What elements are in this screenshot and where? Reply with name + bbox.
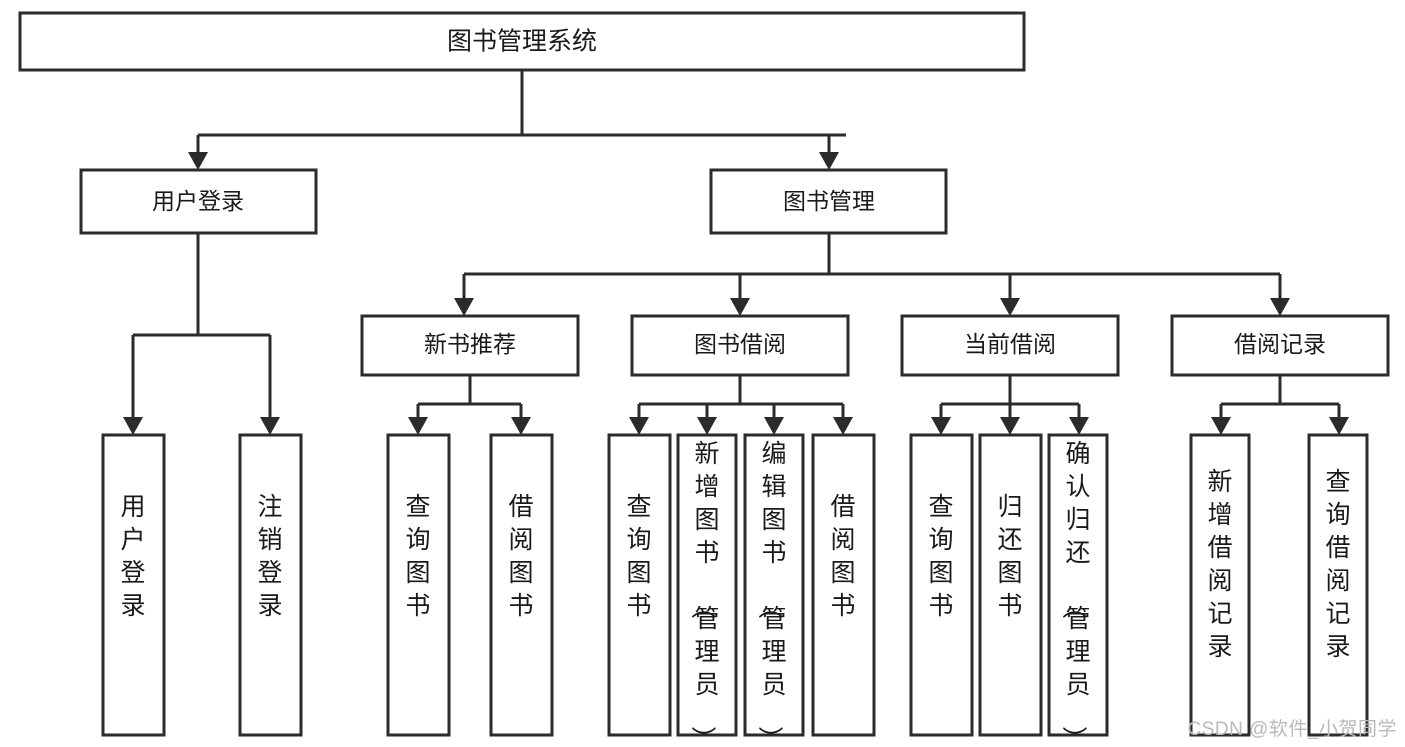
leaf-node-user-login[interactable]: 用户登录 xyxy=(101,433,166,737)
leaf-node-confirm-return-box[interactable] xyxy=(1047,433,1109,737)
leaf-node-user-login-box[interactable] xyxy=(101,433,166,737)
node-book-borrow-label: 图书借阅 xyxy=(694,331,786,357)
arrow-to-new-book xyxy=(454,298,474,316)
node-borrow-records-label: 借阅记录 xyxy=(1234,331,1326,357)
leaf-node-query-book-3[interactable]: 查询图书 xyxy=(909,433,974,737)
arrow-borrow-records-leaf-2 xyxy=(1329,417,1349,435)
node-book-borrow[interactable]: 图书借阅 xyxy=(630,314,850,377)
node-borrow-records-box[interactable] xyxy=(1170,314,1390,377)
arrow-to-user-login xyxy=(188,152,208,170)
leaf-node-query-book-1[interactable]: 查询图书 xyxy=(386,433,451,737)
leaf-node-logout-label: 注销登录 xyxy=(257,493,282,620)
leaf-node-return-book-label: 归还图书 xyxy=(997,493,1022,620)
node-user-login-label: 用户登录 xyxy=(152,188,244,214)
leaf-node-borrow-book-1[interactable]: 借阅图书 xyxy=(489,433,554,737)
leaf-node-query-borrow-record-box[interactable] xyxy=(1307,433,1369,737)
leaf-node-add-borrow-record[interactable]: 新增借阅记录 xyxy=(1189,433,1251,737)
node-current-borrow-box[interactable] xyxy=(900,314,1120,377)
connector-layer xyxy=(123,70,1349,435)
arrow-current-borrow-leaf-3 xyxy=(1069,417,1089,435)
arrow-to-leaf-logout xyxy=(260,417,280,435)
leaf-node-add-book-box[interactable] xyxy=(676,433,738,737)
arrow-book-borrow-leaf-2 xyxy=(697,417,717,435)
leaf-node-add-book-label: 新增图书（管理员） xyxy=(688,440,719,747)
node-new-book-recommend-label: 新书推荐 xyxy=(424,331,516,357)
leaf-node-return-book-box[interactable] xyxy=(978,433,1043,737)
node-current-borrow[interactable]: 当前借阅 xyxy=(900,314,1120,377)
leaf-node-query-borrow-record[interactable]: 查询借阅记录 xyxy=(1307,433,1369,737)
node-current-borrow-label: 当前借阅 xyxy=(964,331,1056,357)
arrow-book-borrow-leaf-3 xyxy=(764,417,784,435)
leaf-node-query-book-2-label: 查询图书 xyxy=(626,493,651,620)
leaf-node-borrow-book-1-box[interactable] xyxy=(489,433,554,737)
leaf-node-query-book-2[interactable]: 查询图书 xyxy=(607,433,672,737)
leaf-node-add-borrow-record-box[interactable] xyxy=(1189,433,1251,737)
node-borrow-records[interactable]: 借阅记录 xyxy=(1170,314,1390,377)
arrow-new-book-leaf-1 xyxy=(408,417,428,435)
node-book-management-box[interactable] xyxy=(709,168,948,235)
leaf-node-borrow-book-2-label: 借阅图书 xyxy=(830,493,855,620)
leaf-node-query-book-3-box[interactable] xyxy=(909,433,974,737)
leaf-node-borrow-book-2[interactable]: 借阅图书 xyxy=(811,433,876,737)
leaf-node-logout-box[interactable] xyxy=(238,433,303,737)
leaf-node-edit-book-label: 编辑图书（管理员） xyxy=(755,440,786,747)
leaf-node-confirm-return-label: 确认归还（管理员） xyxy=(1059,440,1090,747)
leaf-node-edit-book[interactable]: 编辑图书（管理员） xyxy=(743,433,805,747)
node-root-box[interactable] xyxy=(18,11,1026,72)
arrow-new-book-leaf-2 xyxy=(511,417,531,435)
node-root[interactable]: 图书管理系统 xyxy=(18,11,1026,72)
node-user-login-box[interactable] xyxy=(79,168,318,235)
node-user-login[interactable]: 用户登录 xyxy=(79,168,318,235)
arrow-book-borrow-leaf-4 xyxy=(833,417,853,435)
arrow-current-borrow-leaf-1 xyxy=(931,417,951,435)
leaf-node-query-book-3-label: 查询图书 xyxy=(928,493,953,620)
leaf-node-borrow-book-2-box[interactable] xyxy=(811,433,876,737)
csdn-watermark: CSDN @软件_小贺同学 xyxy=(1187,719,1397,740)
arrow-current-borrow-leaf-2 xyxy=(1000,417,1020,435)
leaf-node-user-login-label: 用户登录 xyxy=(120,493,145,620)
node-book-borrow-box[interactable] xyxy=(630,314,850,377)
leaf-node-query-book-2-box[interactable] xyxy=(607,433,672,737)
arrow-to-book-borrow xyxy=(730,298,750,316)
leaf-node-query-book-1-label: 查询图书 xyxy=(405,493,430,620)
arrow-to-leaf-user-login xyxy=(123,417,143,435)
leaf-node-borrow-book-1-label: 借阅图书 xyxy=(508,493,533,620)
arrow-book-borrow-leaf-1 xyxy=(629,417,649,435)
leaf-node-return-book[interactable]: 归还图书 xyxy=(978,433,1043,737)
node-new-book-recommend[interactable]: 新书推荐 xyxy=(360,314,580,377)
leaf-node-add-book[interactable]: 新增图书（管理员） xyxy=(676,433,738,747)
leaf-node-add-borrow-record-label: 新增借阅记录 xyxy=(1207,468,1232,661)
arrow-to-current-borrow xyxy=(1000,298,1020,316)
node-book-management[interactable]: 图书管理 xyxy=(709,168,948,235)
leaf-node-query-book-1-box[interactable] xyxy=(386,433,451,737)
leaf-node-edit-book-box[interactable] xyxy=(743,433,805,737)
arrow-borrow-records-leaf-1 xyxy=(1211,417,1231,435)
leaf-node-confirm-return[interactable]: 确认归还（管理员） xyxy=(1047,433,1109,747)
node-book-management-label: 图书管理 xyxy=(783,188,875,214)
node-new-book-recommend-box[interactable] xyxy=(360,314,580,377)
node-root-label: 图书管理系统 xyxy=(447,28,597,56)
leaf-node-query-borrow-record-label: 查询借阅记录 xyxy=(1325,468,1350,661)
arrow-to-book-mgmt xyxy=(819,152,839,170)
leaf-node-logout[interactable]: 注销登录 xyxy=(238,433,303,737)
arrow-to-borrow-records xyxy=(1270,298,1290,316)
